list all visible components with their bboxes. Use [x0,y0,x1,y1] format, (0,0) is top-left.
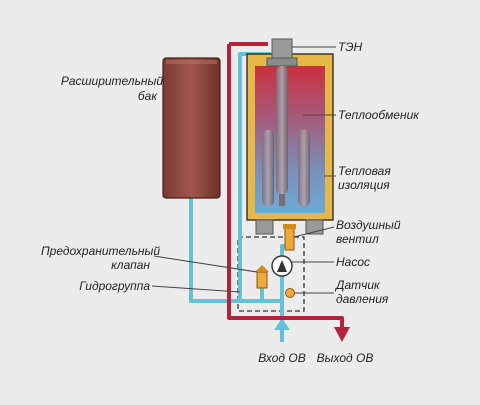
heating-element [262,38,310,206]
expansion-tank-label-2: бак [138,89,158,103]
pressure-sensor [285,288,295,298]
hot-water-pipe [227,42,344,327]
pump [271,255,293,277]
inlet-label: Вход ОВ [258,351,305,365]
boiler-bottom-fittings [255,219,324,235]
hydro-group-label: Гидрогруппа [79,279,150,293]
air-valve-label-2: вентил [336,232,379,246]
air-valve-label-1: Воздушный [336,218,401,232]
pressure-sensor-label-2: давления [336,292,389,306]
insulation-label-2: изоляция [338,178,390,192]
outlet-arrow [334,327,350,342]
air-valve [283,224,296,251]
pressure-sensor-label-1: Датчик [334,278,381,292]
outlet-label: Выход ОВ [317,351,374,365]
safety-valve-label-1: Предохранительный [41,244,160,258]
leader-lines [151,46,336,294]
safety-valve-label-2: клапан [111,258,150,272]
inlet-arrow [274,318,290,342]
pump-label: Насос [336,255,370,269]
heating-element-label: ТЭН [338,40,363,54]
insulation-label-1: Тепловая [338,164,391,178]
expansion-tank-label-1: Расширительный [61,74,163,88]
safety-valve [255,265,269,289]
expansion-tank [162,57,221,199]
heat-exchanger-label: Теплообменик [338,108,420,122]
